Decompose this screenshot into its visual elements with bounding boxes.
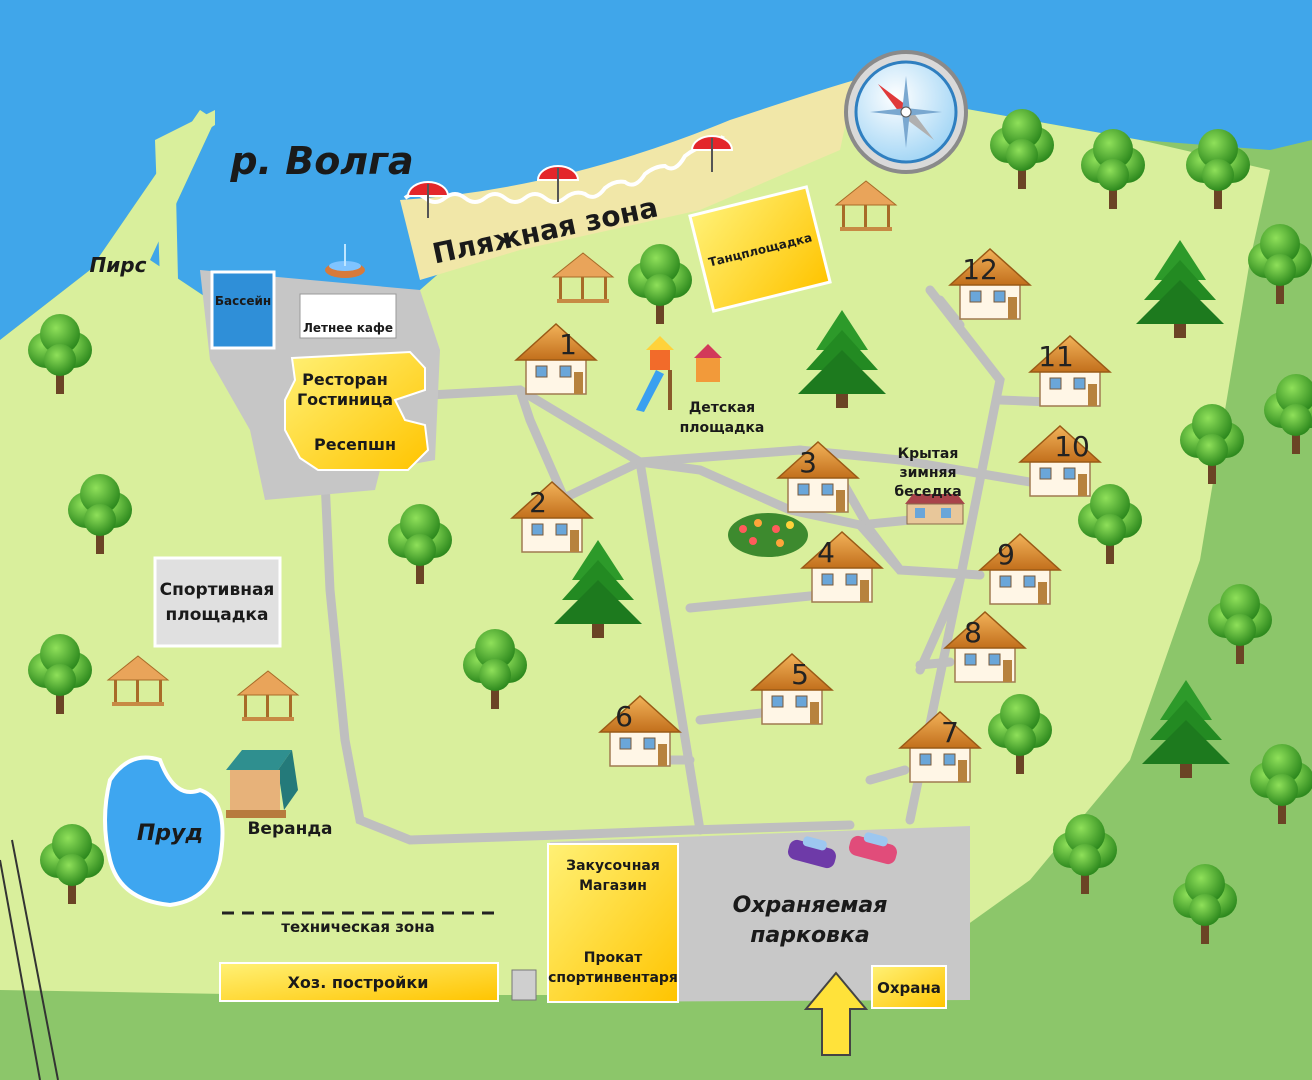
parking-label-1: Охраняемая — [733, 893, 888, 918]
car-icon — [788, 836, 836, 869]
playground-house-icon — [694, 344, 722, 382]
cottage-number: 1 — [559, 328, 577, 361]
pond — [103, 755, 225, 908]
cottage-12: 12 — [949, 248, 1031, 320]
cottage-8: 8 — [944, 611, 1026, 683]
cottage-7: 7 — [899, 711, 981, 783]
reception-label: Ресепшн — [314, 435, 396, 454]
pool — [210, 270, 276, 350]
veranda-label: Веранда — [247, 819, 332, 839]
cottage-9: 9 — [979, 533, 1061, 605]
cottage-number: 10 — [1054, 430, 1090, 463]
rental-label-1: Прокат — [584, 950, 643, 966]
beach-waves — [403, 135, 725, 204]
cottage-3: 3 — [777, 441, 859, 513]
rental-label-2: спортинвентаря — [548, 970, 678, 986]
playground-label-1: Детская — [689, 400, 755, 416]
cottage-number: 2 — [529, 486, 547, 519]
cottage-number: 6 — [615, 700, 633, 733]
parking-label-2: парковка — [750, 923, 870, 948]
tech-zone-label: техническая зона — [281, 918, 434, 936]
restaurant-label-2: Гостиница — [297, 390, 393, 409]
cafe — [299, 293, 397, 339]
utility-building — [219, 962, 499, 1002]
utility-box — [511, 969, 537, 1001]
security-label: Охрана — [877, 979, 941, 997]
pond-label: Пруд — [137, 821, 203, 846]
cottage-number: 11 — [1038, 340, 1074, 373]
security-booth — [871, 965, 947, 1009]
compass-icon — [844, 50, 968, 174]
fountain-icon — [325, 244, 365, 278]
shop-label-2: Магазин — [579, 878, 647, 894]
restaurant-building — [284, 350, 430, 471]
bottom-strip — [0, 995, 1312, 1080]
river-label: р. Волга — [229, 139, 413, 183]
cottage-1: 1 — [515, 323, 597, 395]
playground-label-2: площадка — [680, 420, 765, 436]
utility-label: Хоз. постройки — [288, 973, 429, 992]
dance-floor — [688, 185, 832, 313]
cottage-number: 9 — [997, 538, 1015, 571]
sports-ground — [153, 556, 282, 648]
flower-bed — [728, 513, 808, 557]
sports-label-1: Спортивная — [160, 580, 275, 600]
winter-gazebo-label-2: зимняя — [899, 465, 956, 481]
cottage-6: 6 — [599, 695, 681, 767]
cottage-5: 5 — [751, 653, 833, 725]
cottages: 1 2 3 4 5 6 7 8 9 10 11 12 — [511, 248, 1111, 783]
cottage-10: 10 — [1019, 425, 1101, 497]
beach-area — [400, 80, 855, 280]
cottage-number: 12 — [962, 253, 998, 286]
winter-gazebo-icon — [905, 494, 965, 525]
shop-label-1: Закусочная — [566, 858, 660, 874]
cottage-11: 11 — [1029, 335, 1111, 407]
car-icon — [849, 832, 897, 865]
shop-building — [547, 843, 679, 1003]
cafe-label: Летнее кафе — [303, 321, 393, 335]
cottage-number: 4 — [817, 536, 835, 569]
cottage-number: 3 — [799, 446, 817, 479]
arrow-up-icon — [803, 971, 869, 1056]
pier — [155, 110, 215, 280]
slide-icon — [636, 336, 674, 412]
cottage-2: 2 — [511, 481, 593, 553]
roads — [320, 285, 1055, 845]
side-road — [0, 839, 59, 1080]
cottage-number: 7 — [941, 716, 959, 749]
sports-label-2: площадка — [166, 605, 269, 625]
restaurant-label-1: Ресторан — [302, 370, 388, 389]
winter-gazebo-label-3: беседка — [894, 484, 961, 500]
pier-label: Пирс — [90, 253, 147, 277]
cottage-4: 4 — [801, 531, 883, 603]
cottage-number: 8 — [964, 616, 982, 649]
pool-label: Бассейн — [215, 294, 271, 308]
cottage-number: 5 — [791, 658, 809, 691]
winter-gazebo-label-1: Крытая — [898, 446, 959, 462]
veranda-icon — [226, 750, 298, 818]
